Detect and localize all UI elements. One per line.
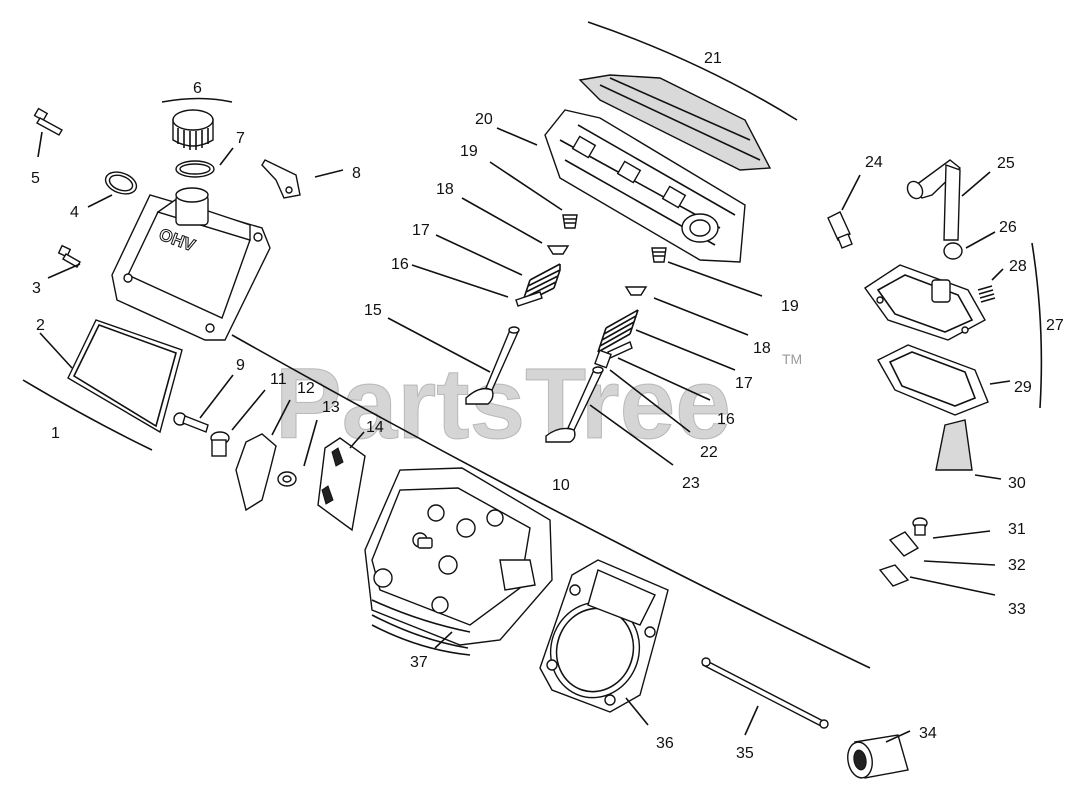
part-valve-cover: OHV (111, 187, 271, 341)
callout-34: 34 (919, 725, 937, 742)
callout-20: 20 (475, 111, 493, 128)
part-valve-keeper-19b (651, 247, 667, 263)
callout-7: 7 (236, 130, 245, 147)
part-filter-30 (935, 419, 973, 471)
callout-37: 37 (410, 654, 428, 671)
part-valve-guide-22 (594, 349, 612, 369)
callout-19-right: 19 (781, 298, 799, 315)
callout-1: 1 (51, 425, 60, 442)
leader-lines (37, 127, 1011, 743)
callout-13: 13 (322, 399, 340, 416)
part-valve-15 (465, 326, 520, 405)
part-tappet-34 (847, 734, 909, 779)
part-retainer-18b (624, 286, 648, 296)
part-valve-spring-17b (597, 309, 639, 353)
callout-32: 32 (1008, 557, 1026, 574)
callout-14: 14 (366, 419, 384, 436)
callout-16-right: 16 (717, 411, 735, 428)
part-gasket-2 (67, 319, 183, 434)
callout-36: 36 (656, 735, 674, 752)
bracket-27 (1031, 242, 1043, 409)
part-pivot-11 (210, 431, 230, 457)
callout-11: 11 (270, 371, 287, 388)
callout-24: 24 (865, 154, 883, 171)
callout-25: 25 (997, 155, 1015, 172)
callout-16: 16 (391, 256, 409, 273)
part-screw-3 (57, 244, 81, 268)
part-breather-hose-25 (906, 159, 962, 241)
part-valve-seal-16a (515, 291, 543, 307)
callout-17-right: 17 (735, 375, 753, 392)
part-plate-14 (317, 437, 366, 532)
callout-17: 17 (412, 222, 430, 239)
part-fitting-24 (827, 211, 853, 249)
part-cylinder-head-37 (364, 467, 553, 656)
part-tab-33 (878, 564, 910, 587)
part-breather-gasket-29 (877, 344, 989, 416)
part-retainer-18a (546, 245, 570, 255)
part-spring-28 (977, 285, 996, 303)
part-valve-keeper-19a (562, 214, 578, 229)
callout-31: 31 (1008, 521, 1026, 538)
part-rocker-housing-20 (544, 109, 746, 263)
callout-15: 15 (364, 302, 382, 319)
callout-8: 8 (352, 165, 361, 182)
part-push-rod-35 (701, 657, 829, 729)
callouts: 1 2 3 4 5 6 7 8 9 10 11 12 13 14 15 16 1… (31, 50, 1064, 762)
callout-3: 3 (32, 280, 41, 297)
part-tab-32 (888, 531, 920, 557)
part-rocker-arm-12 (235, 433, 277, 512)
part-bolt-9 (173, 412, 209, 433)
callout-4: 4 (70, 204, 79, 221)
callout-30: 30 (1008, 475, 1026, 492)
callout-9: 9 (236, 357, 245, 374)
part-rocker-cover-21 (578, 74, 772, 171)
callout-19: 19 (460, 143, 478, 160)
callout-10: 10 (552, 477, 570, 494)
callout-5: 5 (31, 170, 40, 187)
callout-23: 23 (682, 475, 700, 492)
callout-26: 26 (999, 219, 1017, 236)
callout-2: 2 (36, 317, 45, 334)
bracket-21 (587, 21, 798, 121)
part-bolt-5 (33, 107, 63, 136)
callout-28: 28 (1009, 258, 1027, 275)
part-clamp-26 (943, 242, 963, 260)
part-bracket-8 (261, 159, 301, 199)
callout-22: 22 (700, 444, 718, 461)
callout-12: 12 (297, 380, 315, 397)
callout-18-right: 18 (753, 340, 771, 357)
callout-27: 27 (1046, 317, 1064, 334)
callout-35: 35 (736, 745, 754, 762)
bracket-1 (22, 379, 153, 451)
watermark-trademark: TM (782, 351, 802, 367)
callout-21: 21 (704, 50, 722, 67)
callout-18: 18 (436, 181, 454, 198)
part-head-gasket-36 (539, 559, 669, 713)
bracket-10 (231, 334, 871, 669)
part-oil-cap-6 (172, 109, 214, 150)
part-breather-cover (864, 264, 986, 341)
callout-33: 33 (1008, 601, 1026, 618)
bracket-6 (161, 97, 233, 103)
callout-29: 29 (1014, 379, 1032, 396)
part-valve-23 (545, 366, 604, 443)
callout-6: 6 (193, 80, 202, 97)
part-screw-31 (912, 517, 928, 536)
